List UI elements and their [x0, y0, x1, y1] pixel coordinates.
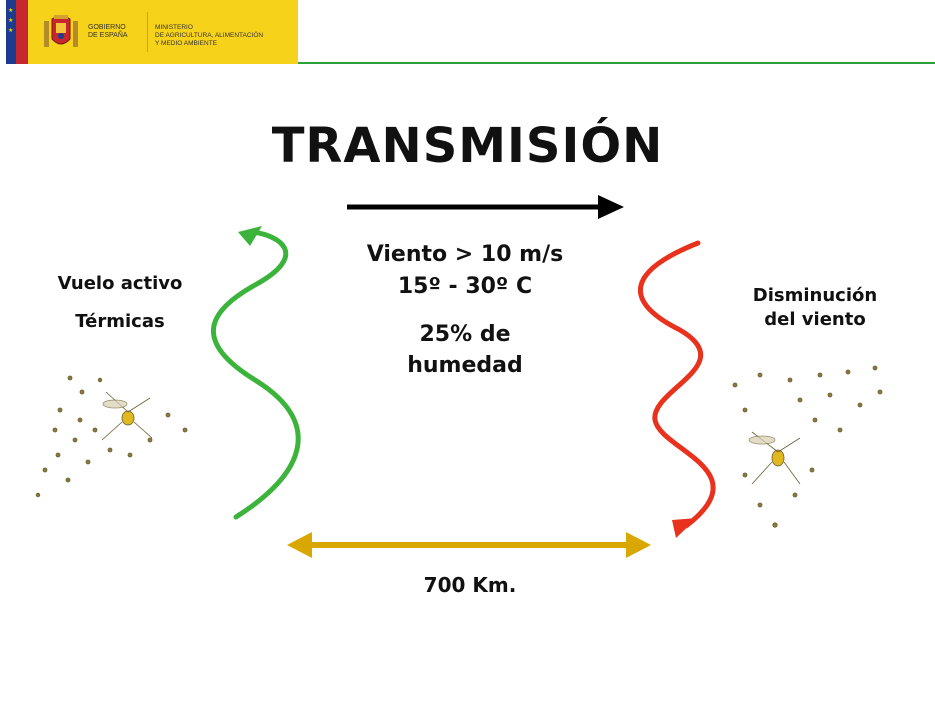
wind-decrease-label-line2: del viento	[764, 309, 866, 330]
header-green-rule	[298, 62, 935, 64]
humidity-condition-line1: 25% de	[419, 322, 511, 347]
header-divider	[147, 12, 148, 52]
updraft-arrow	[210, 226, 301, 520]
temperature-condition: 15º - 30º C	[397, 274, 533, 299]
mosquito-large-icon	[748, 431, 801, 485]
distance-label: 700 Km.	[423, 573, 517, 597]
slide-title: TRANSMISIÓN	[271, 118, 664, 174]
header-banner: ★★★ GOBIERNO DE ESPAÑA MINISTERIO DE AGR…	[0, 0, 935, 66]
mosquito-swarm-left	[35, 375, 188, 498]
thermals-label: Térmicas	[75, 311, 165, 332]
humidity-condition-line2: humedad	[407, 353, 523, 378]
active-flight-label: Vuelo activo	[57, 273, 183, 294]
wind-condition: Viento > 10 m/s	[366, 242, 564, 267]
main-direction-arrow	[347, 195, 624, 219]
flag-red-strip	[16, 0, 28, 64]
government-text: GOBIERNO DE ESPAÑA	[88, 24, 128, 39]
ministry-text: MINISTERIO DE AGRICULTURA, ALIMENTACIÓN …	[155, 24, 264, 47]
wind-decrease-arrow	[637, 240, 716, 538]
eu-flag-strip: ★★★	[6, 0, 16, 64]
mosquito-swarm-right	[732, 365, 883, 528]
wind-decrease-label-line1: Disminución	[752, 285, 878, 306]
mosquito-large-icon	[101, 391, 153, 441]
coat-of-arms-icon	[44, 15, 78, 47]
distance-arrow	[287, 532, 651, 558]
